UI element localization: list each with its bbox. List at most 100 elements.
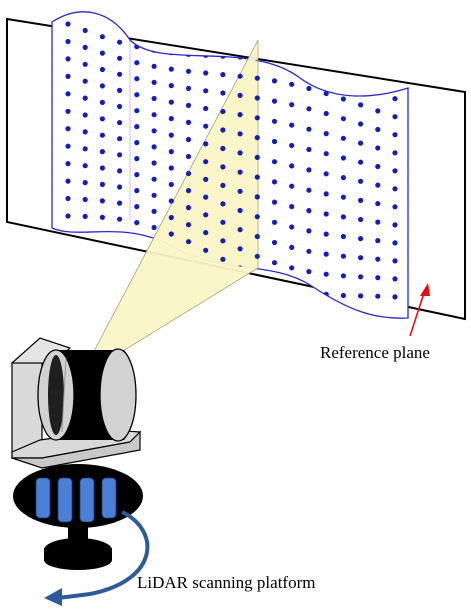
point-dot <box>117 168 123 174</box>
point-dot <box>392 114 398 120</box>
point-dot <box>220 145 226 152</box>
platform-label: LiDAR scanning platform <box>137 573 315 592</box>
point-dot <box>358 121 364 127</box>
point-dot <box>306 208 312 214</box>
point-dot <box>134 156 140 162</box>
point-dot <box>375 201 381 207</box>
point-dot <box>358 178 364 184</box>
point-dot <box>99 66 105 73</box>
point-dot <box>306 167 312 173</box>
point-dot <box>168 99 174 105</box>
point-dot <box>340 116 346 122</box>
point-dot <box>65 195 71 202</box>
point-dot <box>358 197 364 203</box>
point-dot <box>203 70 209 76</box>
point-dot <box>237 92 243 98</box>
point-dot <box>82 27 88 34</box>
point-dot <box>220 238 226 244</box>
point-dot <box>134 140 140 146</box>
point-dot <box>220 201 226 207</box>
point-dot <box>392 258 398 264</box>
point-dot <box>185 188 192 194</box>
point-dot <box>289 244 295 250</box>
point-dot <box>340 253 346 259</box>
point-dot <box>117 216 123 222</box>
point-dot <box>185 205 192 211</box>
point-dot <box>99 149 105 155</box>
point-dot <box>306 269 312 275</box>
point-dot <box>340 155 346 161</box>
point-dot <box>168 132 174 138</box>
point-dot <box>375 293 381 299</box>
point-dot <box>254 253 260 259</box>
point-dot <box>117 39 123 45</box>
point-dot <box>203 176 209 182</box>
point-dot <box>220 127 226 133</box>
point-dot <box>237 246 243 252</box>
point-dot <box>151 144 157 150</box>
point-dot <box>134 172 140 178</box>
point-dot <box>289 183 295 189</box>
point-dot <box>82 129 88 135</box>
point-dot <box>117 120 123 126</box>
point-dot <box>323 231 329 237</box>
point-dot <box>392 132 398 138</box>
point-dot <box>168 198 174 204</box>
point-dot <box>82 213 88 219</box>
point-dot <box>323 211 329 217</box>
point-dot <box>168 83 174 89</box>
point-dot <box>185 136 192 143</box>
point-dot <box>151 63 157 69</box>
point-dot <box>82 112 88 118</box>
point-dot <box>375 238 381 244</box>
point-dot <box>306 248 312 254</box>
point-dot <box>151 79 157 85</box>
point-dot <box>237 188 243 194</box>
point-dot <box>151 224 157 231</box>
point-dot <box>134 124 140 130</box>
point-dot <box>220 182 226 188</box>
point-dot <box>220 164 226 170</box>
point-dot <box>323 70 329 76</box>
point-dot <box>358 102 364 108</box>
point-dot <box>82 95 88 101</box>
point-dot <box>254 135 260 141</box>
point-dot <box>340 233 346 240</box>
point-dot <box>271 138 278 145</box>
point-dot <box>375 182 381 188</box>
point-dot <box>151 192 157 198</box>
rotation-arrow-icon <box>44 510 150 606</box>
point-dot <box>306 126 312 132</box>
point-dot <box>65 178 71 184</box>
point-dot <box>134 188 140 194</box>
point-dot <box>358 274 364 280</box>
point-dot <box>117 103 123 110</box>
point-dot <box>358 159 364 165</box>
point-dot <box>254 75 260 81</box>
point-dot <box>185 85 192 91</box>
point-dot <box>323 171 329 177</box>
point-dot <box>271 219 278 225</box>
point-dot <box>340 175 346 181</box>
point-dot <box>151 176 157 182</box>
point-dot <box>392 240 398 246</box>
point-dot <box>392 276 398 282</box>
point-dot <box>289 102 295 108</box>
point-dot <box>117 184 123 190</box>
point-dot <box>117 87 123 93</box>
point-dot <box>392 150 398 156</box>
point-dot <box>65 213 71 219</box>
point-dot <box>82 146 88 152</box>
point-dot <box>237 150 243 156</box>
point-dot <box>82 44 88 51</box>
point-dot <box>65 38 71 45</box>
point-dot <box>65 108 71 114</box>
point-dot <box>82 163 88 169</box>
point-dot <box>99 83 105 89</box>
point-dot <box>271 159 278 165</box>
point-dot <box>134 76 140 82</box>
point-dot <box>65 126 71 132</box>
point-dot <box>134 60 140 66</box>
point-dot <box>168 231 174 237</box>
